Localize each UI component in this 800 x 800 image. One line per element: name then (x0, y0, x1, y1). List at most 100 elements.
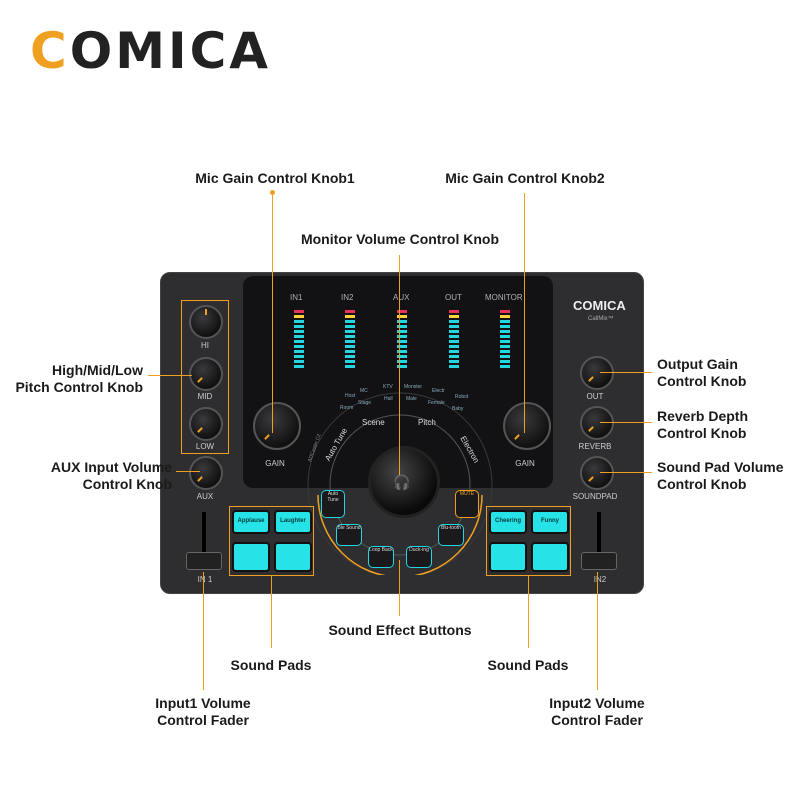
meter-segment (500, 350, 510, 353)
meter-label-monitor: MONITOR (485, 293, 523, 302)
callout-line-output (600, 372, 652, 373)
fx-auto-tune-button[interactable]: Auto Tune (321, 490, 345, 518)
pad-cheering[interactable]: Cheering (489, 510, 527, 534)
pad-laughter[interactable]: Laughter (274, 510, 312, 534)
reverb-knob[interactable] (580, 406, 614, 440)
pad-right-3[interactable] (489, 542, 527, 572)
meter-segment (397, 350, 407, 353)
pad-left-4[interactable] (274, 542, 312, 572)
input2-fader-cap[interactable] (581, 552, 617, 570)
soundpad-knob[interactable] (580, 456, 614, 490)
callout-input1-fader: Input1 Volume Control Fader (155, 695, 251, 728)
meter-segment (449, 365, 459, 368)
meter-segment (294, 365, 304, 368)
meter-segment (397, 325, 407, 328)
meter-segment (397, 315, 407, 318)
meter-segment (345, 315, 355, 318)
fx-loop-back-button[interactable]: Loop Back (368, 546, 394, 568)
meter-segment (449, 320, 459, 323)
meter-segment (449, 325, 459, 328)
pad-applause[interactable]: Applause (232, 510, 270, 534)
callout-line-aux (176, 471, 200, 472)
meter-segment (345, 335, 355, 338)
effect-female: Female (428, 400, 445, 406)
hi-label: HI (201, 341, 209, 350)
callout-sound-effect-buttons: Sound Effect Buttons (328, 622, 472, 638)
dial-label-pitch: Pitch (418, 418, 436, 427)
effect-mc: MC (360, 388, 368, 394)
meter-segment (397, 345, 407, 348)
aux-knob[interactable] (189, 456, 223, 490)
meter-segment (500, 340, 510, 343)
meter-segment (449, 335, 459, 338)
mic-gain-knob-2[interactable] (503, 402, 551, 450)
meter-segment (294, 335, 304, 338)
meter-segment (294, 320, 304, 323)
pad-funny[interactable]: Funny (531, 510, 569, 534)
effect-monster: Monster (404, 384, 423, 390)
in2-label: IN2 (593, 575, 607, 584)
fader-2-slot (597, 512, 601, 570)
meter-segment (345, 345, 355, 348)
callout-mic-gain-2: Mic Gain Control Knob2 (445, 170, 605, 186)
aux-label: AUX (196, 492, 214, 501)
callout-monitor-volume: Monitor Volume Control Knob (300, 231, 500, 247)
meter-segment (449, 360, 459, 363)
meter-segment (294, 350, 304, 353)
effect-hall: Hall (384, 396, 393, 402)
effect-room: Room (340, 405, 354, 411)
meter-label-out: OUT (445, 293, 462, 302)
monitor-volume-knob[interactable] (368, 446, 440, 518)
callout-dot-mic-gain-1 (270, 190, 275, 195)
meter-segment (397, 365, 407, 368)
fader-1-slot (202, 512, 206, 570)
meter-segment (345, 310, 355, 313)
mid-label: MID (197, 392, 213, 401)
callout-reverb-depth: Reverb Depth Control Knob (657, 408, 749, 441)
meter-segment (500, 330, 510, 333)
fx-bluetooth-button[interactable]: Blu-tooth (438, 524, 464, 546)
pad-right-4[interactable] (531, 542, 569, 572)
mic-gain-knob-1[interactable] (253, 402, 301, 450)
input1-fader-cap[interactable] (186, 552, 222, 570)
meter-segment (397, 310, 407, 313)
in1-label: IN 1 (197, 575, 213, 584)
callout-line-mic-gain-2 (524, 193, 525, 433)
meter-segment (345, 360, 355, 363)
callout-pitch-knob: High/Mid/Low Pitch Control Knob (15, 362, 143, 395)
meter-label-aux: AUX (393, 293, 410, 302)
meter-segment (397, 330, 407, 333)
pad-left-3[interactable] (232, 542, 270, 572)
meter-segment (294, 315, 304, 318)
meter-segment (397, 340, 407, 343)
mute-button[interactable]: MUTE (455, 490, 479, 518)
fx-ducking-button[interactable]: Duck-ing (406, 546, 432, 568)
meter-segment (294, 340, 304, 343)
meter-segment (397, 320, 407, 323)
meter-segment (500, 325, 510, 328)
meter-segment (500, 315, 510, 318)
effect-electr: Electr (432, 388, 445, 394)
callout-line-pads-right (528, 576, 529, 648)
meter-segment (294, 325, 304, 328)
callout-sound-pads-right: Sound Pads (487, 657, 569, 673)
meter-segment (500, 320, 510, 323)
headphones-icon: 🎧 (393, 474, 411, 490)
effect-dial-arc (307, 392, 493, 575)
meter-segment (500, 355, 510, 358)
meter-segment (449, 355, 459, 358)
low-knob[interactable] (189, 407, 223, 441)
fx-ble-sound-button[interactable]: Ble Sound (336, 524, 362, 546)
device-model: CallMix™ (588, 316, 614, 322)
meter-segment (345, 355, 355, 358)
out-knob[interactable] (580, 356, 614, 390)
dial-label-scene: Scene (362, 418, 385, 427)
callout-input2-fader: Input2 Volume Control Fader (549, 695, 645, 728)
meter-segment (449, 340, 459, 343)
meter-segment (294, 345, 304, 348)
meter-segment (345, 340, 355, 343)
callout-line-pitch (148, 375, 192, 376)
hi-knob[interactable] (189, 305, 223, 339)
mid-knob[interactable] (189, 357, 223, 391)
callout-aux-input: AUX Input Volume Control Knob (50, 459, 172, 492)
